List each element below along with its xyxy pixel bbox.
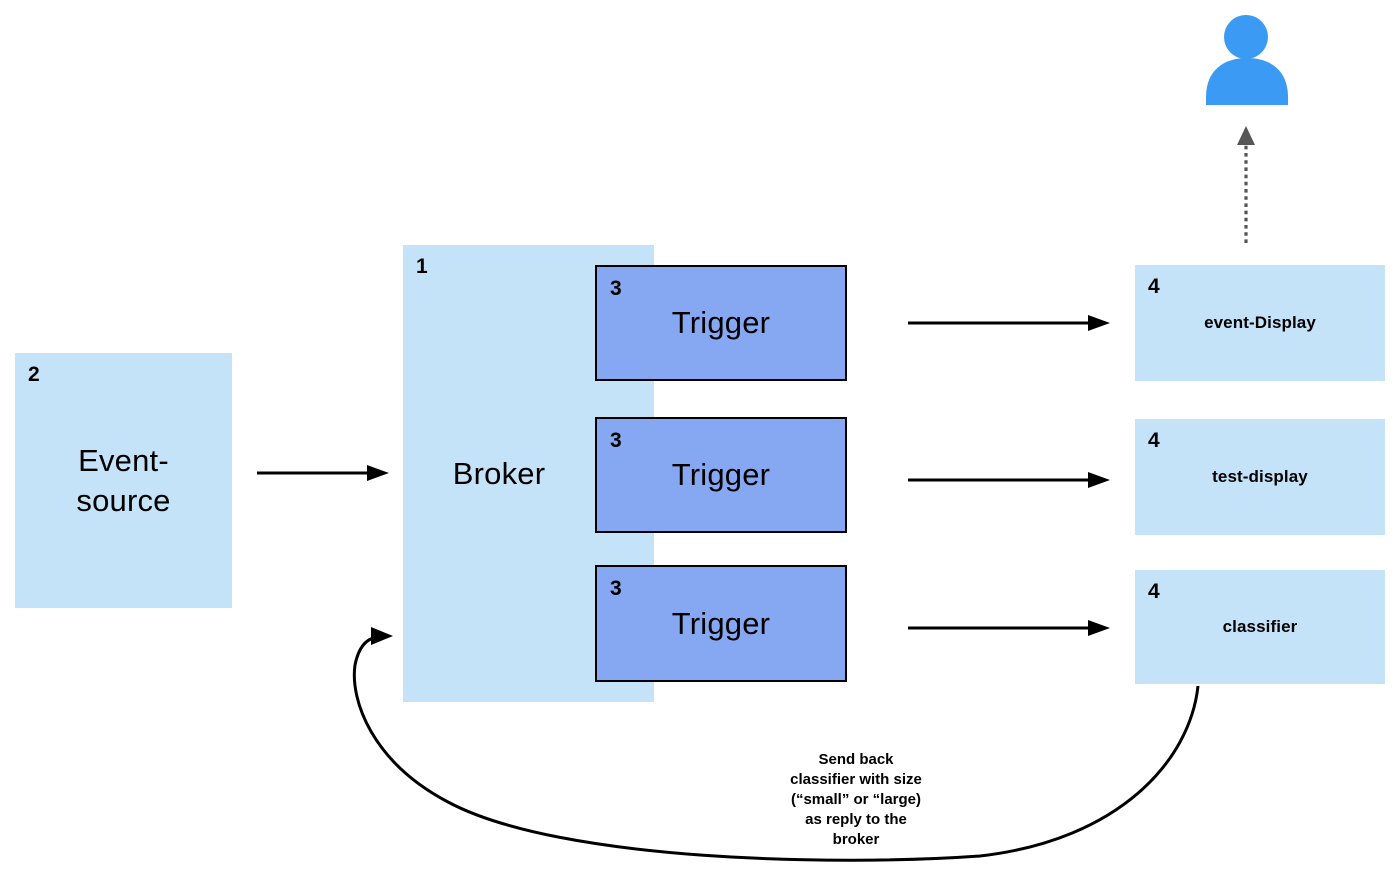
- step-number: 3: [610, 429, 622, 452]
- dotted-arrow-up-icon: [1237, 126, 1255, 243]
- trigger-label: Trigger: [671, 605, 771, 641]
- broker-label: Broker: [452, 455, 546, 491]
- classifier-label: classifier: [1222, 617, 1298, 636]
- trigger-label: Trigger: [671, 457, 771, 493]
- step-number: 4: [1148, 580, 1160, 603]
- step-number: 2: [28, 363, 40, 386]
- step-number: 4: [1148, 429, 1160, 452]
- trigger-box-2: 3 Trigger: [595, 417, 847, 533]
- trigger-box-3: 3 Trigger: [595, 565, 847, 682]
- event-source-label: Event- source: [76, 443, 171, 518]
- classifier-box: 4 classifier: [1135, 570, 1385, 684]
- step-number: 3: [610, 577, 622, 600]
- step-number: 4: [1148, 275, 1160, 298]
- feedback-annotation: Send back classifier with size (“small” …: [790, 751, 922, 848]
- trigger-box-1: 3 Trigger: [595, 265, 847, 381]
- event-source-box: 2 Event- source: [15, 353, 232, 608]
- right-arrow-icon: [257, 465, 389, 481]
- step-number: 3: [610, 277, 622, 300]
- right-arrow-icon: [908, 315, 1110, 331]
- event-display-label: event-Display: [1204, 313, 1316, 332]
- right-arrow-icon: [908, 620, 1110, 636]
- test-display-label: test-display: [1212, 467, 1308, 486]
- right-arrow-icon: [908, 472, 1110, 488]
- trigger-label: Trigger: [671, 305, 771, 341]
- test-display-box: 4 test-display: [1135, 419, 1385, 535]
- step-number: 1: [416, 255, 428, 278]
- person-icon: [1206, 15, 1288, 105]
- event-display-box: 4 event-Display: [1135, 265, 1385, 381]
